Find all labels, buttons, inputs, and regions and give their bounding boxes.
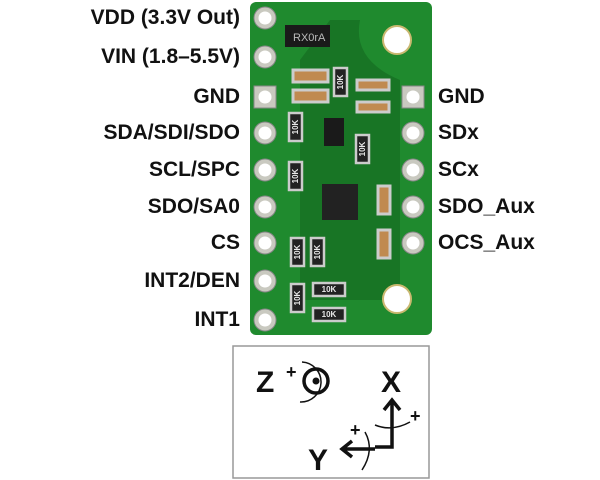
resistor: 10K: [311, 306, 347, 323]
resistor-marking: 10K: [358, 141, 367, 156]
capacitor: [291, 68, 330, 84]
capacitor: [376, 184, 392, 216]
x-rotation-arrow-icon: [374, 421, 411, 429]
pin-headers: [253, 6, 425, 332]
left-pin-label: INT1: [194, 308, 240, 331]
z-rotation-arrow-icon: [299, 361, 322, 403]
resistor-marking: 10K: [322, 310, 337, 319]
y-axis-label: Y: [308, 444, 328, 477]
resistor-marking: 10K: [293, 244, 302, 259]
left-pin-label: VDD (3.3V Out): [90, 6, 240, 29]
axis-legend: Z + X + Y +: [232, 345, 430, 479]
pin-pad: [401, 158, 425, 182]
capacitor: [291, 88, 330, 104]
right-pin-label: OCS_Aux: [438, 231, 535, 254]
x-axis-arrow-icon: [382, 397, 402, 430]
transistor-chip: [324, 118, 344, 146]
pin-pad: [401, 195, 425, 219]
resistor: 10K: [289, 236, 306, 268]
resistor-marking: 10K: [336, 74, 345, 89]
left-pin-label: GND: [193, 85, 240, 108]
resistor: 10K: [287, 111, 304, 143]
resistor: 10K: [309, 236, 326, 268]
y-plus-label: +: [350, 420, 361, 440]
resistor-marking: 10K: [291, 168, 300, 183]
axis-corner: [375, 430, 394, 449]
pin-pad: [253, 231, 277, 255]
left-pin-label: VIN (1.8–5.5V): [101, 45, 240, 68]
left-pin-label: INT2/DEN: [144, 269, 240, 292]
z-axis-dot: [312, 377, 320, 385]
regulator-chip: [285, 25, 330, 47]
pin-pad: [253, 6, 277, 30]
right-pin-label: SCx: [438, 158, 479, 181]
resistor-marking: 10K: [313, 244, 322, 259]
pin-pad: [401, 85, 425, 109]
regulator-marking: RX0rA: [293, 32, 326, 44]
mounting-hole: [382, 25, 412, 55]
resistor-marking: 10K: [322, 285, 337, 294]
resistor: 10K: [311, 281, 347, 298]
resistors: 10K 10K 10K 10K 10K 10K 10K 10K 10K: [287, 66, 371, 323]
pin-pad: [253, 158, 277, 182]
right-pin-label: GND: [438, 85, 485, 108]
pin-pad: [253, 85, 277, 109]
left-pin-label: CS: [210, 231, 240, 254]
left-pin-label: SDO/SA0: [147, 195, 240, 218]
capacitor: [376, 228, 392, 260]
pin-pad: [253, 308, 277, 332]
sensor-chip: [322, 184, 358, 220]
resistor-marking: 10K: [293, 290, 302, 305]
pin-pad: [253, 121, 277, 145]
capacitor: [355, 78, 391, 92]
left-pin-label: SCL/SPC: [148, 158, 240, 181]
pin-pad: [253, 269, 277, 293]
z-axis-label: Z: [256, 366, 274, 399]
right-pin-label: SDO_Aux: [438, 195, 535, 218]
resistor: 10K: [289, 282, 306, 314]
capacitor: [355, 100, 391, 114]
z-plus-label: +: [286, 362, 297, 382]
pin-pad: [253, 195, 277, 219]
y-rotation-arrow-icon: [361, 431, 371, 471]
x-axis-label: X: [381, 366, 401, 399]
resistor: 10K: [332, 66, 349, 98]
resistor: 10K: [287, 160, 304, 192]
pin-pad: [401, 121, 425, 145]
pin-pad: [253, 45, 277, 69]
resistor: 10K: [354, 133, 371, 165]
pin-pad: [401, 231, 425, 255]
resistor-marking: 10K: [291, 119, 300, 134]
left-pin-label: SDA/SDI/SDO: [103, 121, 240, 144]
x-plus-label: +: [410, 406, 421, 426]
mounting-hole: [382, 284, 412, 314]
axis-legend-box: [232, 345, 430, 479]
right-pin-label: SDx: [438, 121, 479, 144]
